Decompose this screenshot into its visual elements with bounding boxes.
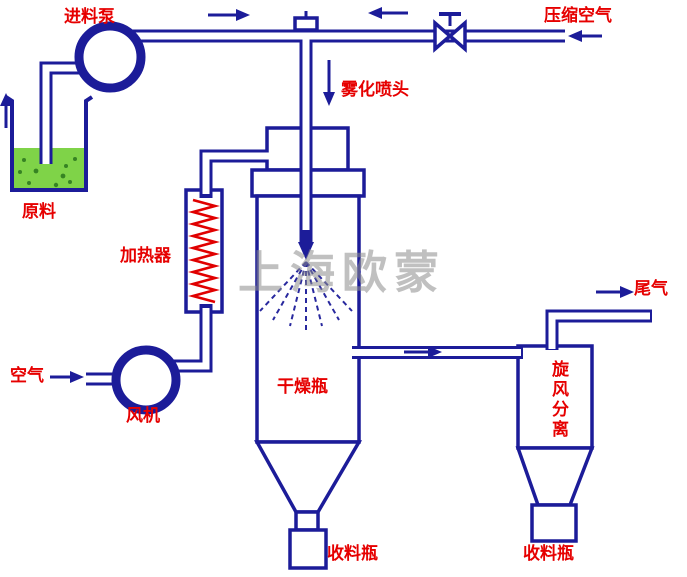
flow-arrow-exhaust	[596, 286, 634, 298]
label-compressed-air: 压缩空气	[544, 6, 612, 25]
label-collection-bottle-right: 收料瓶	[523, 544, 574, 563]
pipe-junction-fitting	[293, 11, 319, 32]
air-valve	[433, 12, 467, 53]
pipe-core	[202, 152, 270, 194]
flow-arrow-air-inlet	[50, 371, 84, 383]
pipe-core	[170, 308, 210, 370]
label-air: 空气	[10, 366, 44, 385]
cyclone-separator-vessel	[515, 344, 595, 543]
flow-arrow-suction-up	[0, 93, 12, 128]
pipes	[39, 29, 652, 386]
cyclone-body	[516, 344, 594, 450]
heater-coil	[188, 198, 220, 304]
flow-arrow-left-top	[368, 7, 408, 19]
label-collection-bottle-center: 收料瓶	[327, 544, 378, 563]
label-heater: 加热器	[120, 246, 171, 265]
pipe-core	[548, 312, 650, 349]
watermark-text: 上海欧蒙	[238, 247, 447, 298]
label-cyclone-separator: 旋风分离	[552, 360, 569, 439]
beaker-outline	[4, 95, 94, 192]
label-exhaust-gas: 尾气	[634, 279, 668, 298]
fan-body	[111, 345, 181, 415]
flow-arrow-nozzle-down	[323, 60, 335, 106]
label-fan: 风机	[126, 406, 160, 425]
flow-arrow-right-top	[208, 9, 250, 21]
collection-bottle-right	[530, 503, 578, 543]
chamber-cone	[254, 440, 363, 514]
flow-arrow-to-cyclone	[404, 346, 442, 358]
label-feed-pump: 进料泵	[64, 7, 115, 26]
cyclone-cone	[515, 446, 595, 507]
feed-pump-body	[74, 21, 146, 93]
flow-arrow-compressed-air	[568, 30, 602, 42]
label-drying-bottle: 干燥瓶	[277, 377, 328, 396]
collection-bottle-center	[288, 528, 328, 570]
spray-pattern	[259, 261, 353, 330]
atomizer-nozzle-tip	[298, 242, 314, 260]
label-atomizer-nozzle: 雾化喷头	[341, 80, 409, 99]
chamber-neck	[294, 510, 320, 532]
label-raw-material: 原料	[22, 202, 56, 221]
